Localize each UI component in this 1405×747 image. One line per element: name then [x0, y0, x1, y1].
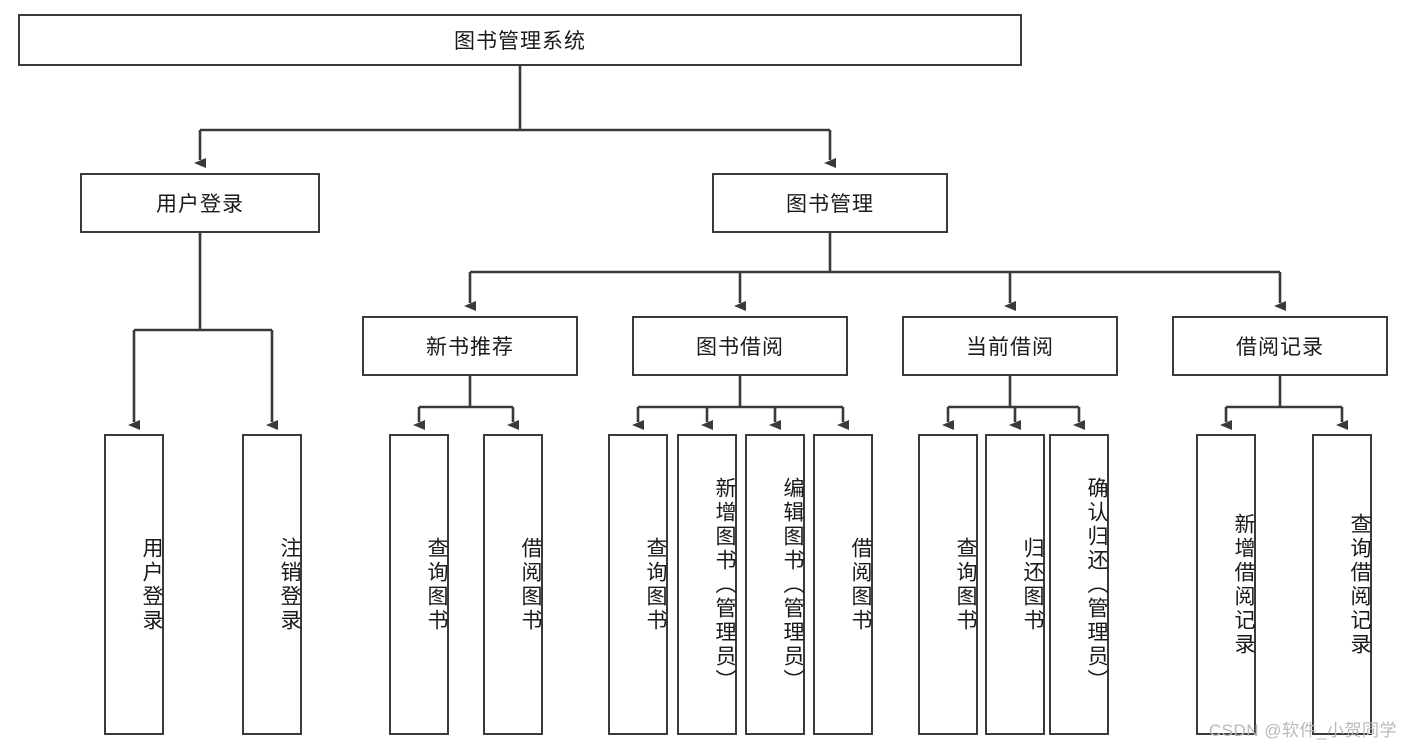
node-user-login-label: 用户登录 — [156, 193, 244, 216]
node-book-management-label: 图书管理 — [786, 193, 874, 216]
node-root-label: 图书管理系统 — [454, 30, 586, 53]
leaf-borrow-query-book[interactable]: 查询图书 — [608, 434, 668, 735]
node-borrow-record[interactable]: 借阅记录 — [1172, 316, 1388, 376]
node-book-management[interactable]: 图书管理 — [712, 173, 948, 233]
leaf-record-add-record[interactable]: 新增借阅记录 — [1196, 434, 1256, 735]
leaf-label: 借阅图书 — [519, 536, 542, 633]
node-root[interactable]: 图书管理系统 — [18, 14, 1022, 66]
leaf-recommend-borrow-book[interactable]: 借阅图书 — [483, 434, 543, 735]
leaf-label: 新增图书（管理员） — [713, 476, 736, 693]
leaf-recommend-query-book[interactable]: 查询图书 — [389, 434, 449, 735]
leaf-label: 借阅图书 — [849, 536, 872, 633]
watermark: CSDN @软件_小贺同学 — [1208, 721, 1397, 740]
leaf-current-return-book[interactable]: 归还图书 — [985, 434, 1045, 735]
node-new-book-recommend-label: 新书推荐 — [426, 336, 514, 359]
node-user-login[interactable]: 用户登录 — [80, 173, 320, 233]
leaf-borrow-borrow-book[interactable]: 借阅图书 — [813, 434, 873, 735]
node-book-borrow-label: 图书借阅 — [696, 336, 784, 359]
leaf-user-login-logout[interactable]: 注销登录 — [242, 434, 302, 735]
leaf-label: 用户登录 — [140, 536, 163, 633]
leaf-label: 归还图书 — [1021, 536, 1044, 633]
leaf-label: 查询借阅记录 — [1348, 512, 1371, 657]
leaf-current-query-book[interactable]: 查询图书 — [918, 434, 978, 735]
leaf-label: 注销登录 — [278, 536, 301, 633]
leaf-label: 新增借阅记录 — [1232, 512, 1255, 657]
node-borrow-record-label: 借阅记录 — [1236, 336, 1324, 359]
leaf-borrow-add-book[interactable]: 新增图书（管理员） — [677, 434, 737, 735]
leaf-record-query-record[interactable]: 查询借阅记录 — [1312, 434, 1372, 735]
leaf-label: 查询图书 — [954, 536, 977, 633]
leaf-label: 查询图书 — [644, 536, 667, 633]
leaf-label: 查询图书 — [425, 536, 448, 633]
leaf-current-confirm-return[interactable]: 确认归还（管理员） — [1049, 434, 1109, 735]
node-current-borrow[interactable]: 当前借阅 — [902, 316, 1118, 376]
leaf-borrow-edit-book[interactable]: 编辑图书（管理员） — [745, 434, 805, 735]
node-new-book-recommend[interactable]: 新书推荐 — [362, 316, 578, 376]
leaf-user-login-login[interactable]: 用户登录 — [104, 434, 164, 735]
leaf-label: 确认归还（管理员） — [1085, 476, 1108, 693]
node-current-borrow-label: 当前借阅 — [966, 336, 1054, 359]
leaf-label: 编辑图书（管理员） — [781, 476, 804, 693]
node-book-borrow[interactable]: 图书借阅 — [632, 316, 848, 376]
